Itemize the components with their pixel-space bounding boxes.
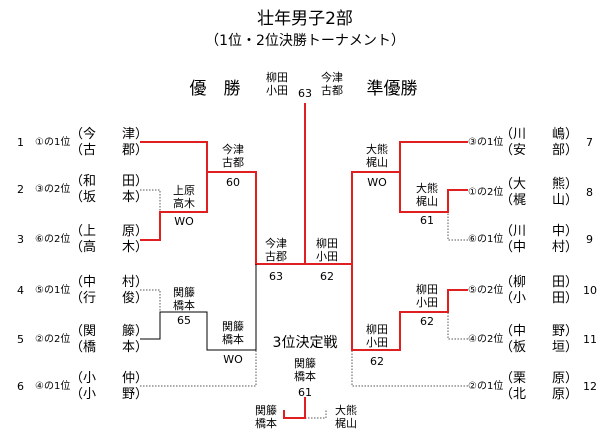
player-name: （関 籐） bbox=[70, 324, 149, 339]
bracket-line-dotted bbox=[140, 289, 161, 312]
entry-number: 1 bbox=[17, 136, 24, 149]
match-score: 62 bbox=[420, 315, 434, 328]
third-place-left-pair: 関籐 橋本 bbox=[255, 404, 277, 430]
entry-number: 3 bbox=[17, 233, 24, 246]
third-place-title: 3位決定戦 bbox=[272, 335, 338, 351]
entry-seed: ①の2位 bbox=[468, 187, 504, 198]
match-winner-pair: 関籐 橋本 bbox=[222, 320, 244, 346]
player-name: （柳 田） bbox=[500, 275, 579, 290]
match-winner-pair: 関籐 橋本 bbox=[173, 286, 195, 312]
bracket-line-dotted bbox=[140, 189, 161, 212]
entry-seed: ④の2位 bbox=[468, 334, 504, 345]
bracket-line-dotted bbox=[305, 410, 327, 419]
player-name: （和 田） bbox=[70, 174, 149, 189]
match-winner-pair: 上原 高木 bbox=[173, 184, 195, 210]
match-score: 63 bbox=[269, 270, 283, 283]
winner-line bbox=[399, 172, 468, 213]
winner-line bbox=[305, 141, 468, 265]
player-name: （高 木） bbox=[70, 240, 149, 255]
entry-seed: ③の1位 bbox=[468, 137, 504, 148]
final-left-pair: 柳田 小田 bbox=[266, 71, 288, 97]
bracket-line-dotted bbox=[447, 212, 468, 241]
match-score: 65 bbox=[177, 314, 191, 327]
match-score: 60 bbox=[226, 176, 240, 189]
entry-number: 6 bbox=[17, 380, 24, 393]
match-score: 62 bbox=[370, 355, 384, 368]
bracket-line-dotted bbox=[447, 312, 468, 340]
match-score: 61 bbox=[420, 214, 434, 227]
player-name: （大 熊） bbox=[500, 177, 579, 192]
match-winner-pair: 大熊 梶山 bbox=[416, 182, 438, 208]
match-winner-pair: 今津 古都 bbox=[222, 143, 244, 169]
player-name: （川 嶋） bbox=[500, 127, 579, 142]
winner-line bbox=[140, 172, 208, 241]
match-score: WO bbox=[174, 215, 194, 228]
entry-seed: ⑥の1位 bbox=[468, 234, 504, 245]
winner-line bbox=[351, 264, 468, 351]
player-name: （上 原） bbox=[70, 224, 149, 239]
third-place-winner: 関籐 橋本 bbox=[294, 357, 316, 383]
player-name: （小 仲） bbox=[70, 371, 149, 386]
third-place-right-pair: 大熊 梶山 bbox=[335, 404, 357, 430]
entry-number: 7 bbox=[586, 136, 593, 149]
entry-number: 5 bbox=[17, 333, 24, 346]
entry-number: 11 bbox=[583, 333, 597, 346]
page-subtitle: （1位・2位決勝トーナメント） bbox=[205, 33, 405, 49]
match-winner-pair: 柳田 小田 bbox=[366, 323, 388, 349]
player-name: （小 田） bbox=[500, 291, 579, 306]
entry-number: 4 bbox=[17, 284, 24, 297]
player-name: （古 郡） bbox=[70, 143, 149, 158]
player-name: （川 中） bbox=[500, 224, 579, 239]
entry-number: 8 bbox=[586, 186, 593, 199]
entry-seed: ①の1位 bbox=[35, 137, 71, 148]
player-name: （栗 原） bbox=[500, 371, 579, 386]
player-name: （橋 本） bbox=[70, 340, 149, 355]
player-name: （梶 山） bbox=[500, 193, 579, 208]
page-title: 壮年男子2部 bbox=[257, 9, 353, 29]
player-name: （行 俊） bbox=[70, 291, 149, 306]
player-name: （坂 本） bbox=[70, 190, 149, 205]
entry-seed: ⑥の2位 bbox=[35, 234, 71, 245]
entry-seed: ④の1位 bbox=[35, 381, 71, 392]
player-name: （中 野） bbox=[500, 324, 579, 339]
player-name: （中 村） bbox=[500, 240, 579, 255]
player-name: （北 原） bbox=[500, 387, 579, 402]
final-right-pair: 今津 古都 bbox=[321, 71, 343, 97]
final-score: 63 bbox=[298, 87, 312, 100]
bracket-line bbox=[140, 264, 257, 351]
match-score: WO bbox=[367, 176, 387, 189]
champion-label: 優 勝 bbox=[189, 79, 241, 99]
match-winner-pair: 柳田 小田 bbox=[316, 237, 338, 263]
winner-line bbox=[283, 397, 306, 419]
match-winner-pair: 今津 古郡 bbox=[265, 237, 287, 263]
entry-seed: ⑤の2位 bbox=[468, 285, 504, 296]
match-score: 62 bbox=[320, 270, 334, 283]
match-score: WO bbox=[223, 353, 243, 366]
entry-seed: ②の2位 bbox=[35, 334, 71, 345]
player-name: （小 野） bbox=[70, 387, 149, 402]
runnerup-label: 準優勝 bbox=[366, 79, 418, 99]
match-winner-pair: 柳田 小田 bbox=[416, 283, 438, 309]
player-name: （今 津） bbox=[70, 127, 149, 142]
player-name: （板 垣） bbox=[500, 340, 579, 355]
entry-number: 9 bbox=[586, 233, 593, 246]
entry-number: 10 bbox=[583, 284, 597, 297]
match-winner-pair: 大熊 梶山 bbox=[366, 143, 388, 169]
entry-seed: ②の1位 bbox=[468, 381, 504, 392]
entry-number: 12 bbox=[583, 380, 597, 393]
player-name: （安 部） bbox=[500, 143, 579, 158]
player-name: （中 村） bbox=[70, 275, 149, 290]
winner-line bbox=[140, 141, 305, 265]
entry-seed: ③の2位 bbox=[35, 184, 71, 195]
third-place-score: 61 bbox=[298, 386, 312, 399]
entry-number: 2 bbox=[17, 183, 24, 196]
entry-seed: ⑤の1位 bbox=[35, 285, 71, 296]
